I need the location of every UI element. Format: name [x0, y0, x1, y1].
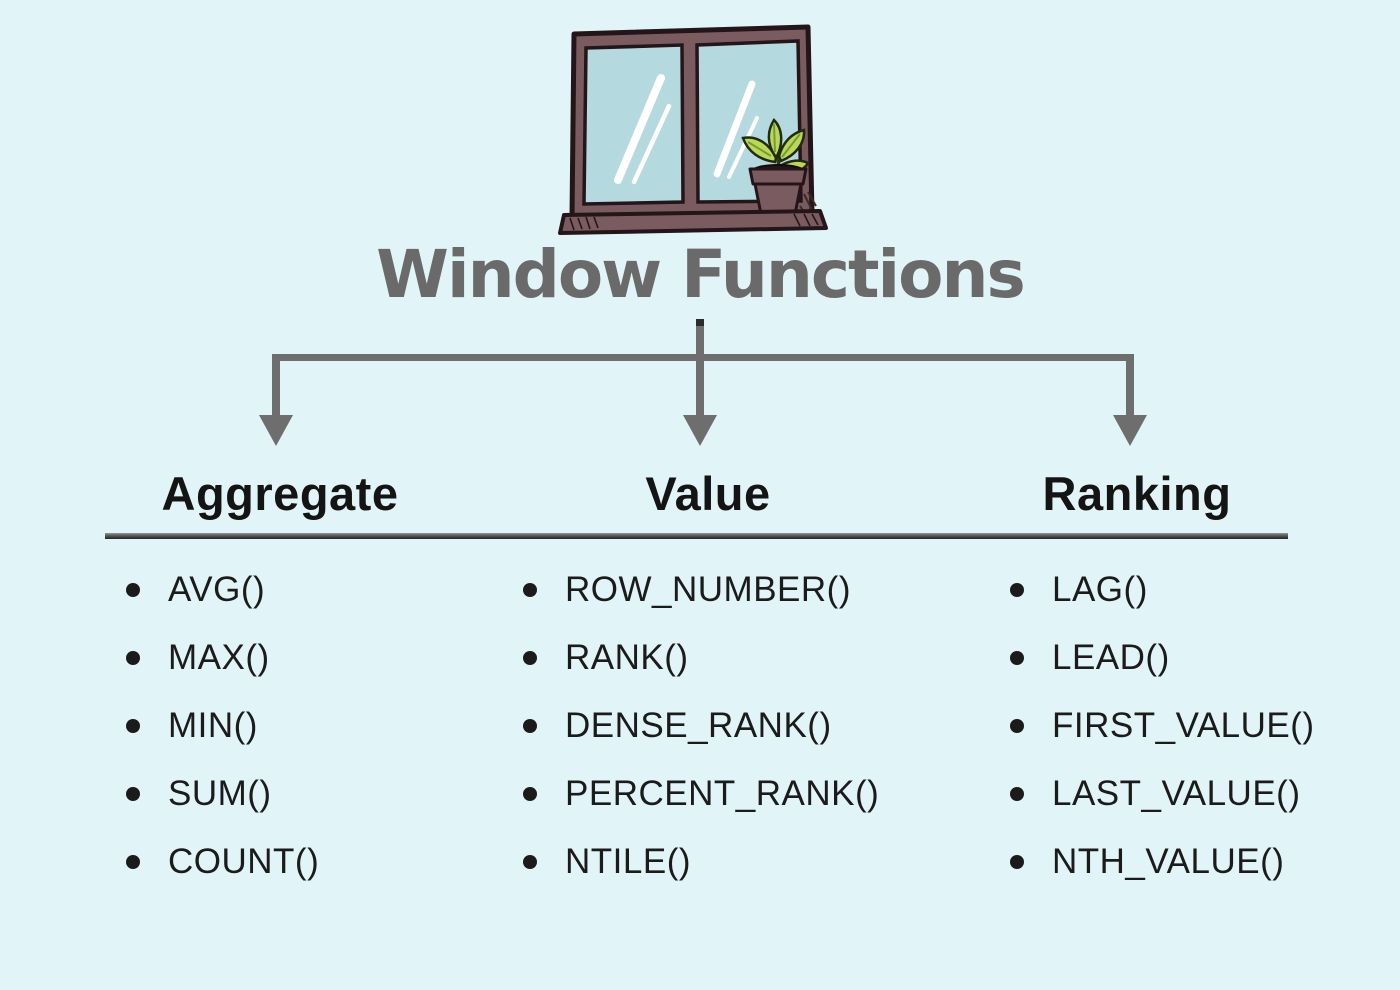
function-name: SUM() [168, 774, 272, 813]
function-name: COUNT() [168, 842, 320, 881]
list-item: LAG() [1010, 556, 1315, 624]
page-title: Window Functions [376, 236, 1026, 313]
list-item: NTILE() [523, 828, 879, 896]
column-header-ranking: Ranking [1042, 467, 1232, 520]
bullet-icon [523, 787, 537, 801]
window-sill [558, 209, 828, 235]
window-illustration [558, 24, 828, 235]
bullet-icon [126, 855, 140, 869]
glass-reflection-icon [614, 74, 665, 184]
function-name: ROW_NUMBER() [565, 570, 851, 609]
list-item: AVG() [126, 556, 319, 624]
list-item: NTH_VALUE() [1010, 828, 1315, 896]
function-name: DENSE_RANK() [565, 706, 832, 745]
bullet-icon [1010, 719, 1024, 733]
bullet-icon [1010, 787, 1024, 801]
function-name: PERCENT_RANK() [565, 774, 880, 813]
plant-pot [748, 167, 808, 186]
sill-hatch [569, 213, 819, 231]
function-name: FIRST_VALUE() [1052, 706, 1315, 745]
bullet-icon [126, 583, 140, 597]
list-item: LAST_VALUE() [1010, 760, 1315, 828]
list-item: RANK() [523, 624, 879, 692]
bullet-icon [1010, 583, 1024, 597]
function-name: NTILE() [565, 842, 691, 881]
bullet-icon [523, 719, 537, 733]
bullet-icon [523, 583, 537, 597]
arrow-down-icon [683, 415, 717, 446]
column-header-aggregate: Aggregate [161, 467, 399, 520]
list-item: SUM() [126, 760, 319, 828]
list-item: COUNT() [126, 828, 319, 896]
bullet-icon [126, 651, 140, 665]
function-name: MAX() [168, 638, 270, 677]
list-item: MAX() [126, 624, 319, 692]
bullet-icon [523, 855, 537, 869]
bullet-icon [126, 719, 140, 733]
glass-reflection-icon [727, 116, 759, 179]
column-header-value: Value [645, 467, 771, 520]
list-item: ROW_NUMBER() [523, 556, 879, 624]
function-name: LAST_VALUE() [1052, 774, 1301, 813]
function-name: LEAD() [1052, 638, 1170, 677]
function-name: AVG() [168, 570, 266, 609]
bullet-icon [1010, 651, 1024, 665]
function-name: RANK() [565, 638, 689, 677]
bullet-icon [126, 787, 140, 801]
bullet-icon [523, 651, 537, 665]
arrow-center-shaft [696, 354, 704, 416]
glass-reflection-icon [631, 103, 672, 185]
function-name: MIN() [168, 706, 258, 745]
connector-stem-cap [696, 319, 704, 328]
function-name: LAG() [1052, 570, 1148, 609]
connector-stem [696, 326, 704, 358]
header-divider-line [105, 533, 1288, 539]
list-item: PERCENT_RANK() [523, 760, 879, 828]
list-item: LEAD() [1010, 624, 1315, 692]
ranking-function-list: LAG() LEAD() FIRST_VALUE() LAST_VALUE() … [1010, 556, 1315, 896]
glass-reflection-icon [713, 80, 756, 178]
function-name: NTH_VALUE() [1052, 842, 1285, 881]
list-item: DENSE_RANK() [523, 692, 879, 760]
value-function-list: ROW_NUMBER() RANK() DENSE_RANK() PERCENT… [523, 556, 879, 896]
arrow-down-icon [259, 415, 293, 446]
arrow-right-shaft [1126, 354, 1134, 416]
bullet-icon [1010, 855, 1024, 869]
arrow-down-icon [1113, 415, 1147, 446]
list-item: FIRST_VALUE() [1010, 692, 1315, 760]
list-item: MIN() [126, 692, 319, 760]
arrow-left-shaft [272, 354, 280, 416]
aggregate-function-list: AVG() MAX() MIN() SUM() COUNT() [126, 556, 319, 896]
